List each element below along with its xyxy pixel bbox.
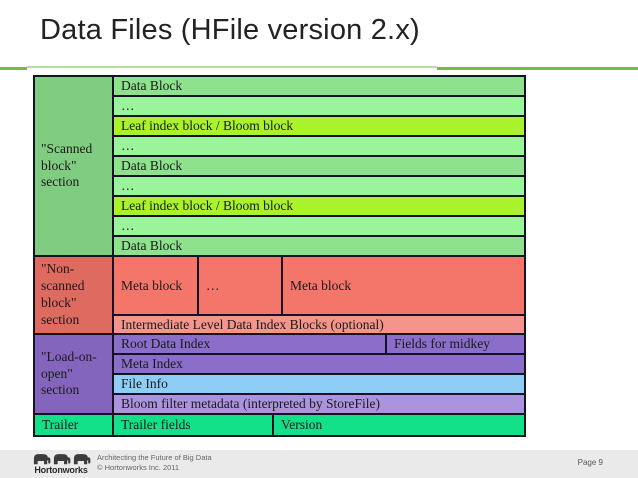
elephant-icon — [33, 454, 50, 465]
cell-ellipsis: … — [199, 257, 281, 314]
row-root-data-index: Root Data Index Fields for midkey — [114, 335, 524, 353]
elephant-icon — [53, 454, 70, 465]
title-divider-line — [27, 66, 437, 68]
cell-trailer-fields: Trailer fields — [114, 415, 272, 435]
slide-title: Data Files (HFile version 2.x) — [40, 14, 420, 46]
footer-text: Architecting the Future of Big Data © Ho… — [97, 453, 212, 473]
section-label-non-scanned-block: "Non-scanned block" section — [35, 257, 112, 333]
row-ellipsis: … — [114, 97, 524, 115]
row-ellipsis: … — [114, 137, 524, 155]
row-data-block: Data Block — [114, 157, 524, 175]
row-data-block: Data Block — [114, 237, 524, 255]
hortonworks-logo: Hortonworks — [30, 452, 92, 475]
footer-tagline: Architecting the Future of Big Data — [97, 452, 212, 462]
footer-bar — [0, 450, 638, 478]
row-trailer: Trailer fields Version — [114, 415, 524, 435]
cell-fields-for-midkey: Fields for midkey — [387, 335, 524, 353]
cell-meta-block: Meta block — [283, 257, 524, 314]
elephants-icon — [30, 452, 92, 465]
row-bloom-filter-metadata: Bloom filter metadata (interpreted by St… — [114, 395, 524, 413]
row-meta-blocks: Meta block … Meta block — [114, 257, 524, 314]
row-ellipsis: … — [114, 177, 524, 195]
cell-version: Version — [274, 415, 524, 435]
row-file-info: File Info — [114, 375, 524, 393]
footer-copyright: © Hortonworks Inc. 2011 — [97, 462, 180, 472]
elephant-icon — [73, 454, 90, 465]
cell-meta-block: Meta block — [114, 257, 197, 314]
hfile-structure-table: "Scanned block" section Data Block … Lea… — [33, 75, 526, 437]
row-ellipsis: … — [114, 217, 524, 235]
section-label-load-on-open: "Load-on-open" section — [35, 335, 112, 413]
title-divider-accent-right — [437, 67, 638, 70]
row-leaf-index-bloom: Leaf index block / Bloom block — [114, 117, 524, 135]
row-data-block: Data Block — [114, 77, 524, 95]
title-divider-accent-left — [0, 67, 27, 70]
section-label-scanned-block: "Scanned block" section — [35, 77, 112, 255]
cell-root-data-index: Root Data Index — [114, 335, 385, 353]
row-intermediate-index-blocks: Intermediate Level Data Index Blocks (op… — [114, 316, 524, 333]
section-label-trailer: Trailer — [35, 415, 112, 435]
row-leaf-index-bloom: Leaf index block / Bloom block — [114, 197, 524, 215]
row-meta-index: Meta Index — [114, 355, 524, 373]
brand-name: Hortonworks — [34, 465, 88, 475]
page-number: Page 9 — [577, 458, 603, 467]
